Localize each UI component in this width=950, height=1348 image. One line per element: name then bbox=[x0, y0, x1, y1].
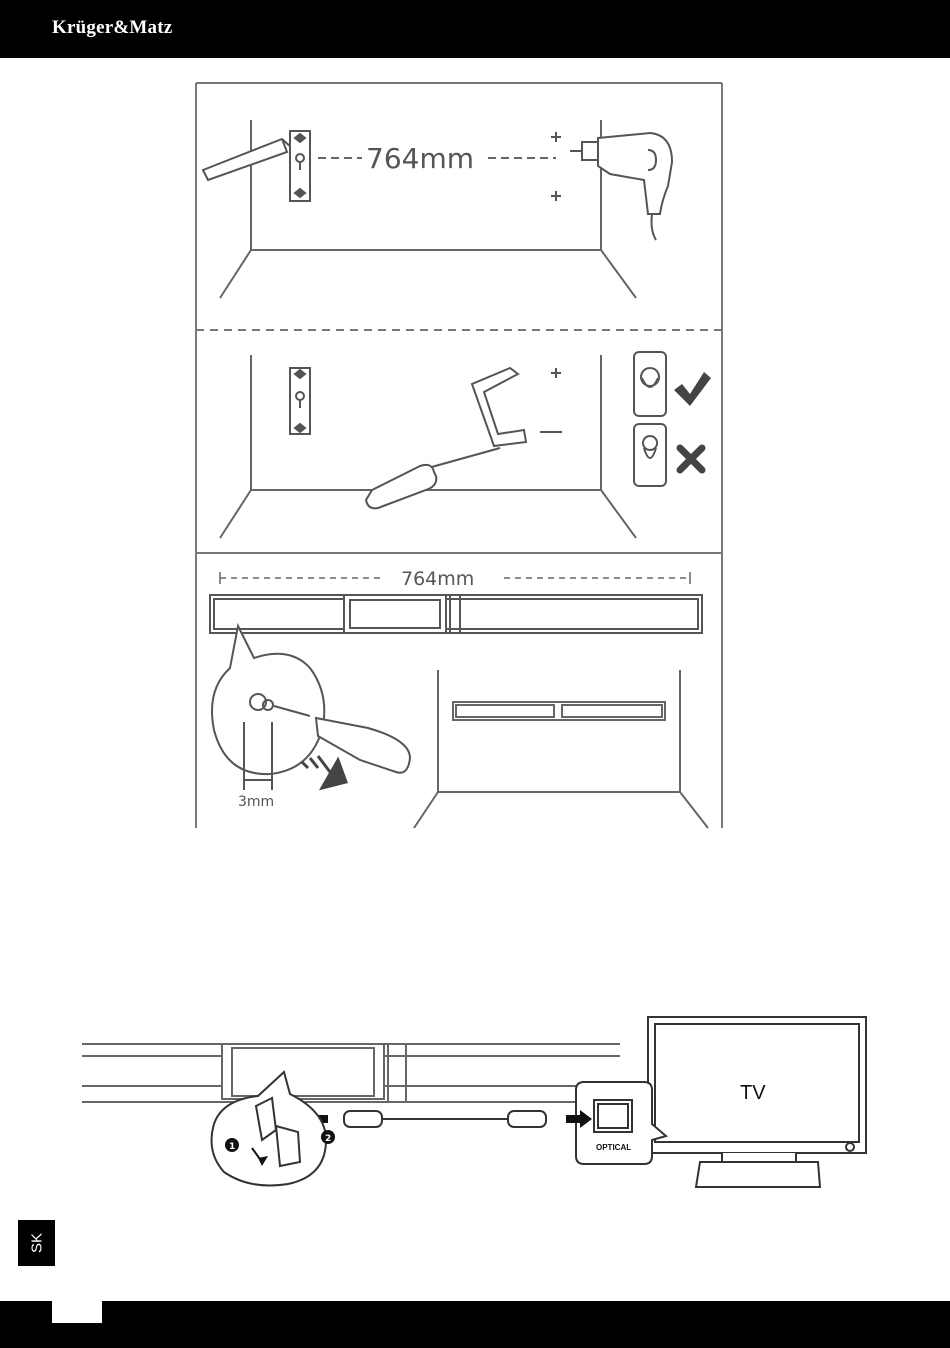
language-tab: SK bbox=[18, 1220, 55, 1266]
distance-label-1: 764mm bbox=[366, 142, 474, 175]
footer-bar bbox=[0, 1301, 950, 1348]
language-code: SK bbox=[14, 1225, 60, 1262]
tv-label: TV bbox=[740, 1082, 766, 1104]
step-2-number: 2 bbox=[325, 1134, 331, 1144]
optical-label: OPTICAL bbox=[596, 1143, 631, 1152]
step-1-number: 1 bbox=[229, 1142, 235, 1152]
page-number-box bbox=[52, 1301, 102, 1323]
distance-label-2: 764mm bbox=[401, 568, 474, 590]
screw-gap-label: 3mm bbox=[238, 794, 274, 810]
